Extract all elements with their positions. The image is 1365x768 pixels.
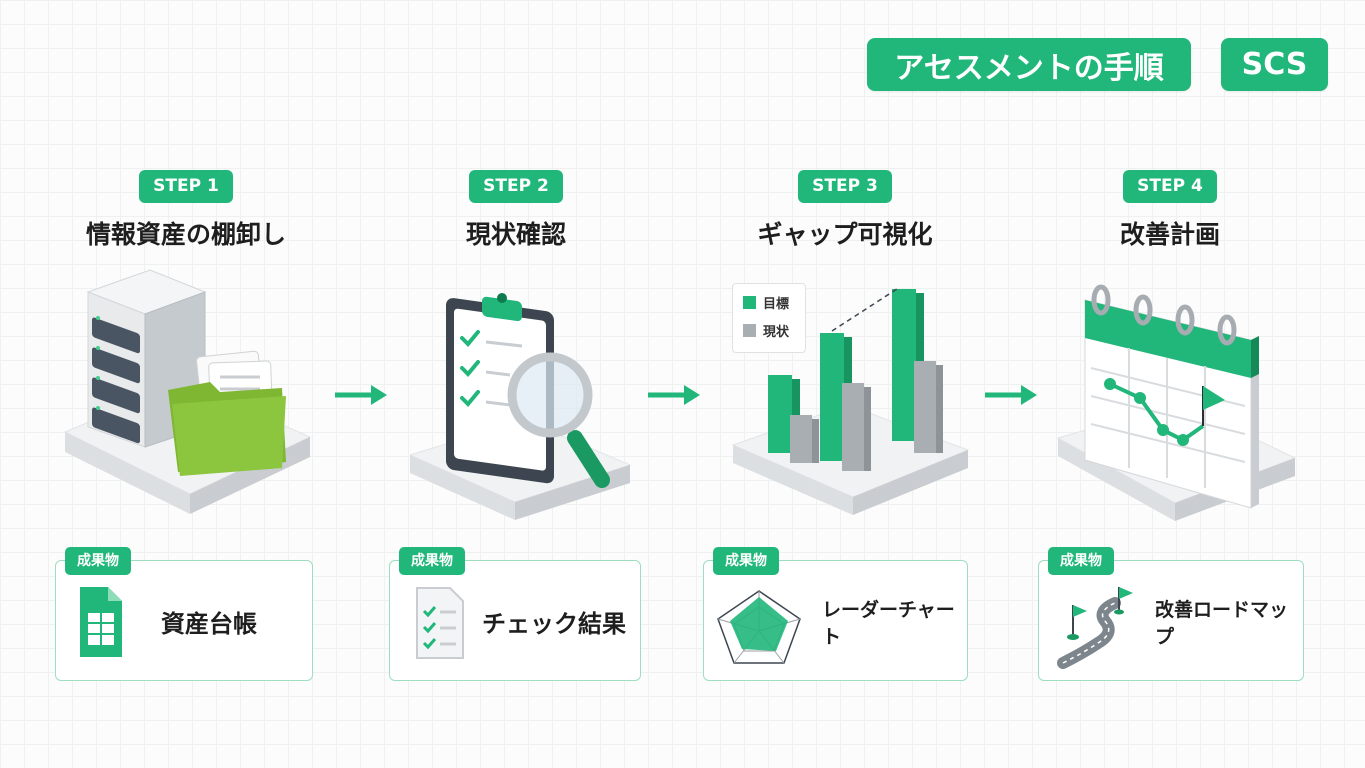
step-3-title: ギャップ可視化 (757, 220, 933, 249)
checklist-document-icon (416, 587, 464, 659)
deliverable-label: 改善ロードマップ (1155, 598, 1289, 648)
arrow-right-icon (985, 385, 1037, 405)
header-title: アセスメントの手順 (867, 38, 1191, 91)
step-4-title: 改善計画 (1119, 220, 1220, 249)
clipboard-magnifier-icon (410, 293, 632, 520)
deliverable-tag: 成果物 (713, 547, 779, 575)
roadmap-icon (1057, 587, 1133, 669)
legend-target-swatch (743, 296, 756, 309)
step-2-title: 現状確認 (465, 220, 566, 249)
step-4-badge: STEP 4 (1123, 170, 1217, 203)
step-1-header: STEP 1 情報資産の棚卸し (36, 170, 336, 251)
step-1-title: 情報資産の棚卸し (85, 220, 286, 249)
step-4-header: STEP 4 改善計画 (1020, 170, 1320, 251)
deliverable-card-3: 成果物 レーダーチャート (703, 547, 968, 681)
calendar-icon (1056, 284, 1297, 521)
deliverable-tag: 成果物 (399, 547, 465, 575)
step-2-badge: STEP 2 (469, 170, 563, 203)
deliverable-card-1: 成果物 資産台帳 (55, 547, 313, 681)
radar-chart-icon (717, 590, 801, 664)
legend-target-label: 目標 (763, 297, 790, 312)
step-2-header: STEP 2 現状確認 (366, 170, 666, 251)
deliverable-label: レーダーチャート (822, 598, 955, 648)
deliverable-card-4: 成果物 改善ロードマップ (1038, 547, 1304, 681)
legend-current-swatch (743, 324, 756, 337)
gap-bar-chart-icon (731, 286, 970, 515)
spreadsheet-icon (80, 587, 122, 657)
step-3-header: STEP 3 ギャップ可視化 (695, 170, 995, 251)
deliverable-tag: 成果物 (65, 547, 131, 575)
deliverable-card-2: 成果物 チェック結果 (389, 547, 641, 681)
step-3-badge: STEP 3 (798, 170, 892, 203)
server-folder-icon (63, 269, 312, 514)
deliverable-label: 資産台帳 (161, 610, 257, 638)
deliverable-tag: 成果物 (1048, 547, 1114, 575)
arrow-right-icon (335, 385, 387, 405)
deliverable-label: チェック結果 (482, 610, 626, 638)
brand-badge: SCS (1221, 38, 1328, 91)
step-1-badge: STEP 1 (139, 170, 233, 203)
legend-current-label: 現状 (763, 325, 790, 340)
arrow-right-icon (648, 385, 700, 405)
chart-legend: 目標 現状 (732, 283, 806, 353)
